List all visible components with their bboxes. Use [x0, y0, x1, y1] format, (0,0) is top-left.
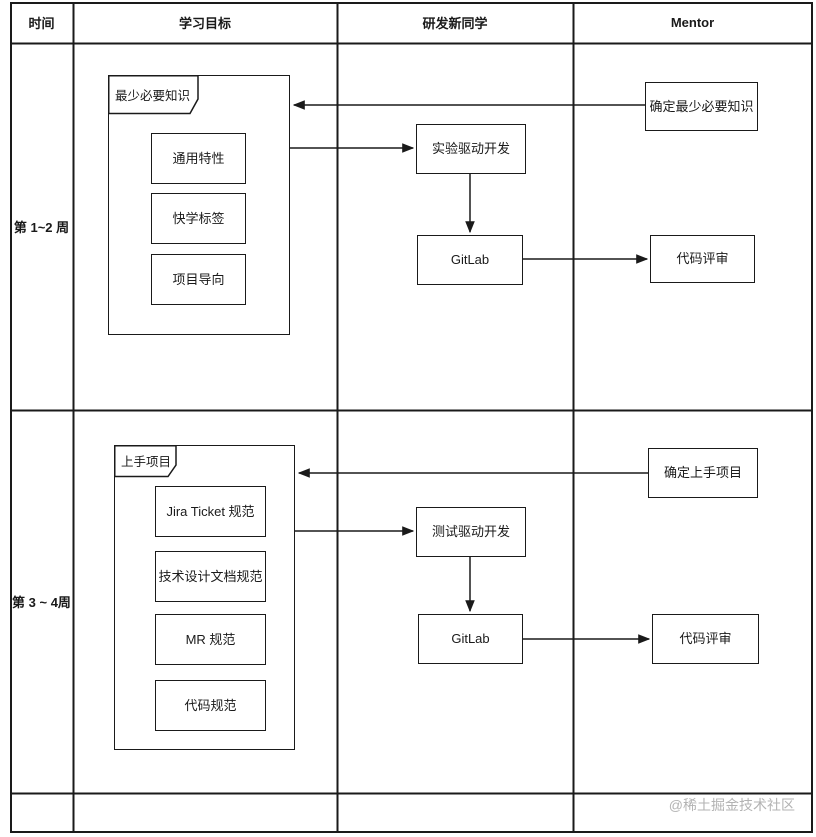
- row-label-week-3-4: 第 3 ~ 4周: [12, 595, 71, 610]
- node-code-spec[interactable]: 代码规范: [155, 680, 266, 731]
- node-confirm-starter-project[interactable]: 确定上手项目: [648, 448, 758, 498]
- node-code-review-week34[interactable]: 代码评审: [652, 614, 759, 664]
- node-general-features[interactable]: 通用特性: [151, 133, 246, 184]
- header-learning-goals: 学习目标: [178, 16, 231, 31]
- header-dev-newcomer: 研发新同学: [422, 16, 488, 31]
- group-starter-project-title: 上手项目: [121, 455, 172, 469]
- row-label-week-1-2: 第 1~2 周: [13, 220, 70, 235]
- node-mr-spec[interactable]: MR 规范: [155, 614, 266, 665]
- node-quick-learn-tags[interactable]: 快学标签: [151, 193, 246, 244]
- node-tech-design-doc-spec[interactable]: 技术设计文档规范: [155, 551, 266, 602]
- group-starter-project-tab: [114, 445, 177, 478]
- node-experiment-driven-dev[interactable]: 实验驱动开发: [416, 124, 526, 174]
- node-test-driven-dev[interactable]: 测试驱动开发: [416, 507, 526, 557]
- node-gitlab-week12[interactable]: GitLab: [417, 235, 523, 285]
- node-confirm-minimum-knowledge[interactable]: 确定最少必要知识: [645, 82, 758, 131]
- node-project-oriented[interactable]: 项目导向: [151, 254, 246, 305]
- node-gitlab-week34[interactable]: GitLab: [418, 614, 523, 664]
- node-jira-ticket-spec[interactable]: Jira Ticket 规范: [155, 486, 266, 537]
- header-time: 时间: [28, 16, 55, 31]
- node-code-review-week12[interactable]: 代码评审: [650, 235, 755, 283]
- group-minimum-knowledge-tab: [108, 75, 199, 115]
- group-minimum-knowledge-title: 最少必要知识: [115, 88, 191, 103]
- juejin-watermark: @稀土掘金技术社区: [668, 797, 795, 813]
- header-mentor: Mentor: [670, 15, 715, 30]
